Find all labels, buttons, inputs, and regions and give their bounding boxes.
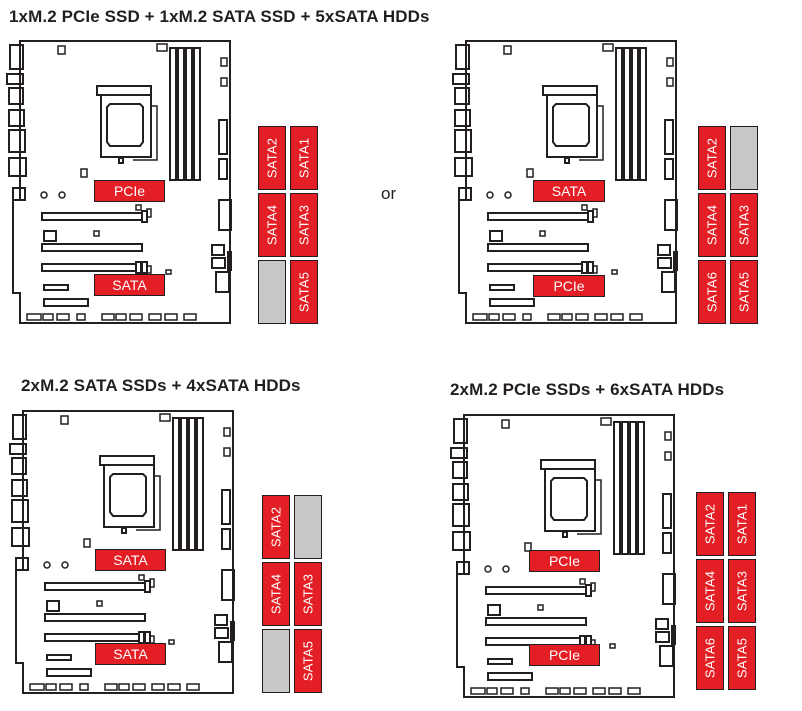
m2-lower-slot-label: PCIe <box>534 276 604 296</box>
sata-port-enabled: SATA3 <box>731 194 757 256</box>
sata-port-label: SATA1 <box>734 503 750 545</box>
config-4-title: 2xM.2 PCIe SSDs + 6xSATA HDDs <box>450 380 725 399</box>
sata-port-label: SATA3 <box>296 204 312 246</box>
motherboard-outline <box>9 410 249 695</box>
config-3-title: 2xM.2 SATA SSDs + 4xSATA HDDs <box>21 376 301 395</box>
sata-port-enabled: SATA6 <box>699 261 725 323</box>
m2-lower-slot-label: SATA <box>95 275 164 295</box>
sata-port-disabled <box>259 261 285 323</box>
motherboard-outline <box>6 40 246 325</box>
sata-port-label: SATA2 <box>702 503 718 545</box>
sata-port-enabled: SATA4 <box>697 560 723 622</box>
sata-port-disabled <box>731 127 757 189</box>
motherboard-diagram: PCIe SATA <box>6 40 246 325</box>
config-1-title: 1xM.2 PCIe SSD + 1xM.2 SATA SSD + 5xSATA… <box>9 7 430 26</box>
sata-port-label: SATA4 <box>268 573 284 615</box>
sata-port-enabled: SATA3 <box>729 560 755 622</box>
motherboard-diagram: SATA PCIe <box>452 40 692 325</box>
m2-upper-slot-label: PCIe <box>95 181 164 201</box>
sata-port-enabled: SATA3 <box>295 563 321 625</box>
sata-port-label: SATA3 <box>734 570 750 612</box>
motherboard-diagram: SATA SATA <box>9 410 249 695</box>
sata-port-enabled: SATA1 <box>291 127 317 189</box>
sata-port-enabled: SATA5 <box>295 630 321 692</box>
sata-port-label: SATA2 <box>268 506 284 548</box>
sata-port-label: SATA4 <box>702 570 718 612</box>
sata-port-label: SATA5 <box>734 637 750 679</box>
sata-port-disabled <box>263 630 289 692</box>
sata-port-enabled: SATA2 <box>697 493 723 555</box>
sata-port-enabled: SATA4 <box>259 194 285 256</box>
sata-port-enabled: SATA2 <box>259 127 285 189</box>
motherboard-outline <box>450 414 690 699</box>
m2-lower-slot-label: PCIe <box>530 645 599 665</box>
sata-port-enabled: SATA6 <box>697 627 723 689</box>
sata-port-label: SATA4 <box>704 204 720 246</box>
sata-port-enabled: SATA5 <box>731 261 757 323</box>
sata-port-label: SATA5 <box>736 271 752 313</box>
sata-port-label: SATA2 <box>704 137 720 179</box>
sata-port-label: SATA3 <box>300 573 316 615</box>
m2-upper-slot-label: PCIe <box>530 551 599 571</box>
sata-port-enabled: SATA4 <box>263 563 289 625</box>
sata-port-enabled: SATA5 <box>729 627 755 689</box>
sata-port-enabled: SATA2 <box>263 496 289 558</box>
motherboard-outline <box>452 40 692 325</box>
sata-port-enabled: SATA3 <box>291 194 317 256</box>
m2-lower-slot-label: SATA <box>96 644 165 664</box>
sata-port-label: SATA3 <box>736 204 752 246</box>
motherboard-diagram: PCIe PCIe <box>450 414 690 699</box>
sata-port-enabled: SATA1 <box>729 493 755 555</box>
m2-upper-slot-label: SATA <box>534 181 604 201</box>
sata-port-disabled <box>295 496 321 558</box>
sata-port-enabled: SATA2 <box>699 127 725 189</box>
sata-port-enabled: SATA4 <box>699 194 725 256</box>
sata-port-label: SATA6 <box>702 637 718 679</box>
or-separator: or <box>381 184 397 203</box>
m2-upper-slot-label: SATA <box>96 550 165 570</box>
sata-port-label: SATA5 <box>300 640 316 682</box>
sata-port-label: SATA5 <box>296 271 312 313</box>
sata-port-label: SATA1 <box>296 137 312 179</box>
sata-port-label: SATA6 <box>704 271 720 313</box>
sata-port-label: SATA4 <box>264 204 280 246</box>
sata-port-label: SATA2 <box>264 137 280 179</box>
sata-port-enabled: SATA5 <box>291 261 317 323</box>
